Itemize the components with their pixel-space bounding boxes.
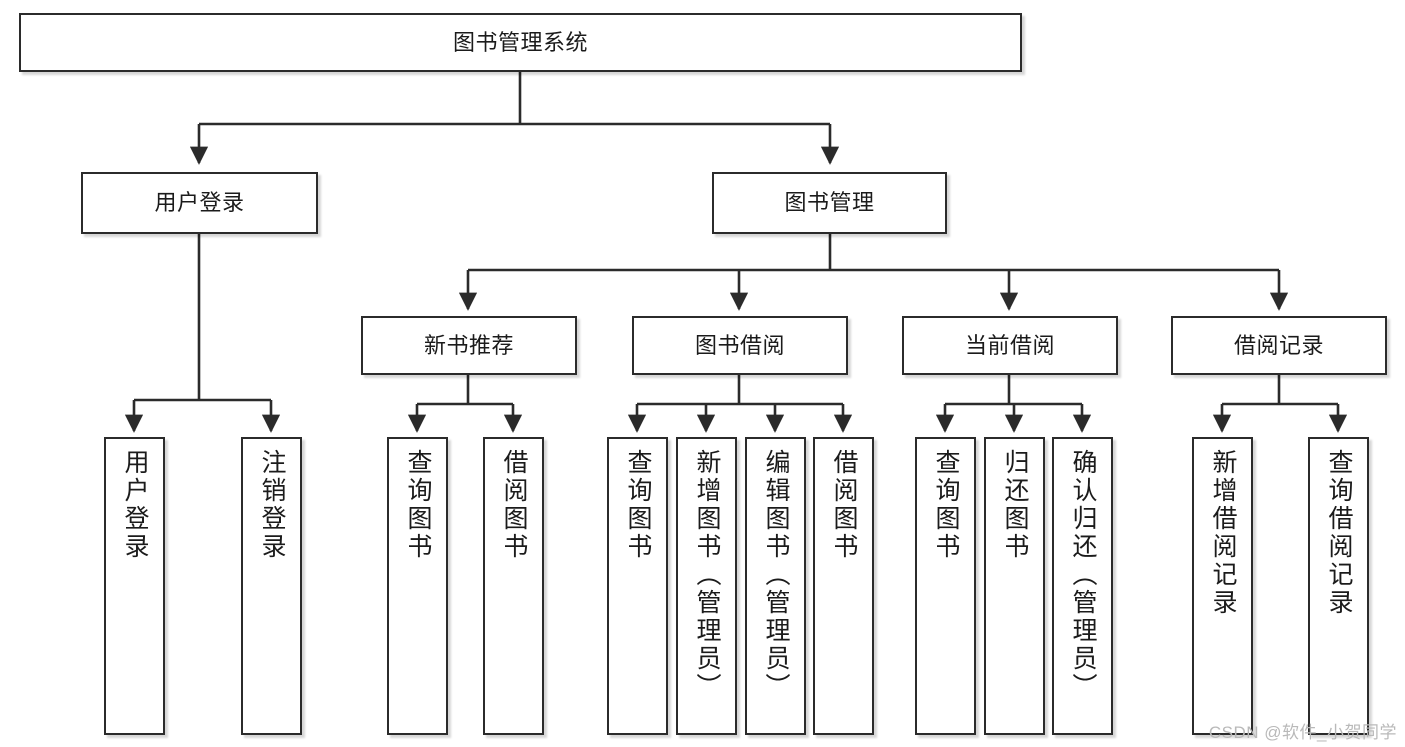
node-current-borrow[interactable]: 当前借阅	[902, 316, 1118, 375]
node-current-borrow-label: 当前借阅	[964, 332, 1055, 358]
node-root-label: 图书管理系统	[452, 29, 588, 55]
node-leaf-book-borrow-query-book[interactable]: 查询图书	[607, 437, 668, 735]
node-book-management-label: 图书管理	[784, 190, 875, 216]
node-leaf-user-login-logout[interactable]: 注销登录	[241, 437, 302, 735]
node-leaf-current-borrow-confirm-return-admin[interactable]: 确认归还（管理员）	[1052, 437, 1113, 735]
node-leaf-label: 查询图书	[404, 449, 432, 561]
node-user-login[interactable]: 用户登录	[81, 172, 318, 234]
node-leaf-label: 用户登录	[121, 449, 149, 561]
node-leaf-current-borrow-return-book[interactable]: 归还图书	[984, 437, 1045, 735]
node-new-book-recommend-label: 新书推荐	[423, 332, 514, 358]
node-book-borrow[interactable]: 图书借阅	[632, 316, 848, 375]
node-leaf-borrow-record-add-record[interactable]: 新增借阅记录	[1192, 437, 1253, 735]
node-leaf-label: 查询图书	[932, 449, 960, 561]
node-root-book-management-system[interactable]: 图书管理系统	[19, 13, 1022, 72]
node-leaf-borrow-record-query-record[interactable]: 查询借阅记录	[1308, 437, 1369, 735]
node-leaf-label: 归还图书	[1001, 449, 1029, 561]
node-leaf-label: 借阅图书	[500, 449, 528, 561]
node-leaf-label: 查询图书	[624, 449, 652, 561]
node-new-book-recommend[interactable]: 新书推荐	[361, 316, 577, 375]
watermark-text: CSDN @软件_小贺同学	[1208, 723, 1397, 742]
node-leaf-label: 新增借阅记录	[1209, 449, 1237, 617]
node-leaf-label: 确认归还（管理员）	[1069, 449, 1097, 701]
node-leaf-label: 借阅图书	[830, 449, 858, 561]
node-leaf-label: 编辑图书（管理员）	[762, 449, 790, 701]
node-book-management[interactable]: 图书管理	[712, 172, 947, 234]
node-leaf-user-login-login[interactable]: 用户登录	[104, 437, 165, 735]
node-leaf-book-borrow-add-book-admin[interactable]: 新增图书（管理员）	[676, 437, 737, 735]
node-book-borrow-label: 图书借阅	[694, 332, 785, 358]
node-leaf-label: 新增图书（管理员）	[693, 449, 721, 701]
node-leaf-new-book-borrow-book[interactable]: 借阅图书	[483, 437, 544, 735]
node-leaf-new-book-query-book[interactable]: 查询图书	[387, 437, 448, 735]
node-borrow-record[interactable]: 借阅记录	[1171, 316, 1387, 375]
node-leaf-current-borrow-query-book[interactable]: 查询图书	[915, 437, 976, 735]
node-leaf-label: 查询借阅记录	[1325, 449, 1353, 617]
node-user-login-label: 用户登录	[154, 190, 245, 216]
node-leaf-book-borrow-edit-book-admin[interactable]: 编辑图书（管理员）	[745, 437, 806, 735]
node-leaf-label: 注销登录	[258, 449, 286, 561]
node-leaf-book-borrow-borrow-book[interactable]: 借阅图书	[813, 437, 874, 735]
node-borrow-record-label: 借阅记录	[1233, 332, 1324, 358]
